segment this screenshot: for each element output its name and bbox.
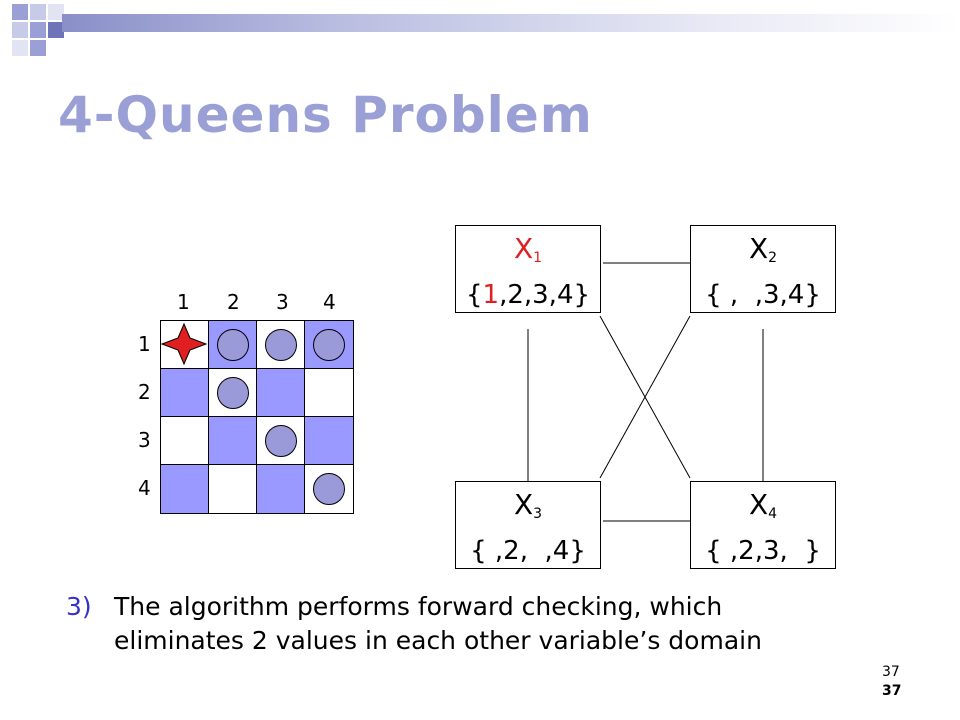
node-x2: X2 { , ,3,4}: [690, 225, 836, 313]
board-cell: [161, 417, 209, 465]
node-x3: X3 { ,2, ,4}: [455, 481, 601, 569]
row-label-4: 4: [138, 476, 151, 500]
step-text-line-1: The algorithm performs forward checking,…: [114, 592, 723, 621]
node-x3-label: X3: [513, 488, 543, 522]
node-x4: X4 { ,2,3, }: [690, 481, 836, 569]
board-cell: [305, 369, 353, 417]
step-number: 3): [66, 592, 92, 621]
col-label-3: 3: [276, 290, 289, 314]
row-label-2: 2: [138, 380, 151, 404]
node-x1-domain: {1,2,3,4}: [465, 280, 591, 310]
node-x4-label: X4: [748, 488, 778, 522]
board-cell: [305, 417, 353, 465]
node-x3-domain: { ,2, ,4}: [470, 536, 586, 566]
slide-title: 4-Queens Problem: [58, 86, 593, 144]
eliminated-marker: [313, 473, 345, 505]
board-cell: [161, 369, 209, 417]
page-number: 37: [882, 664, 900, 680]
row-label-1: 1: [138, 332, 151, 356]
header-gradient-bar: [62, 14, 960, 32]
node-x4-domain: { ,2,3, }: [705, 536, 821, 566]
board-cell: [209, 465, 257, 513]
col-label-1: 1: [177, 290, 190, 314]
eliminated-marker: [265, 329, 297, 361]
step-text-line-2: eliminates 2 values in each other variab…: [114, 626, 762, 655]
queen-star-icon: [160, 322, 208, 366]
board-cell: [161, 465, 209, 513]
col-label-2: 2: [227, 290, 240, 314]
col-label-4: 4: [323, 290, 336, 314]
edge-x2-x3: [599, 315, 691, 479]
eliminated-marker: [313, 329, 345, 361]
queens-board: [160, 320, 354, 514]
node-x1-label: X1: [513, 232, 543, 266]
eliminated-marker: [217, 377, 249, 409]
board-cell: [257, 369, 305, 417]
node-x2-label: X2: [748, 232, 778, 266]
eliminated-marker: [217, 329, 249, 361]
row-label-3: 3: [138, 428, 151, 452]
node-x1: X1 {1,2,3,4}: [455, 225, 601, 313]
board-cell: [209, 417, 257, 465]
page-number-bold: 37: [882, 683, 902, 699]
board-cell: [257, 465, 305, 513]
node-x2-domain: { , ,3,4}: [705, 280, 821, 310]
eliminated-marker: [265, 425, 297, 457]
